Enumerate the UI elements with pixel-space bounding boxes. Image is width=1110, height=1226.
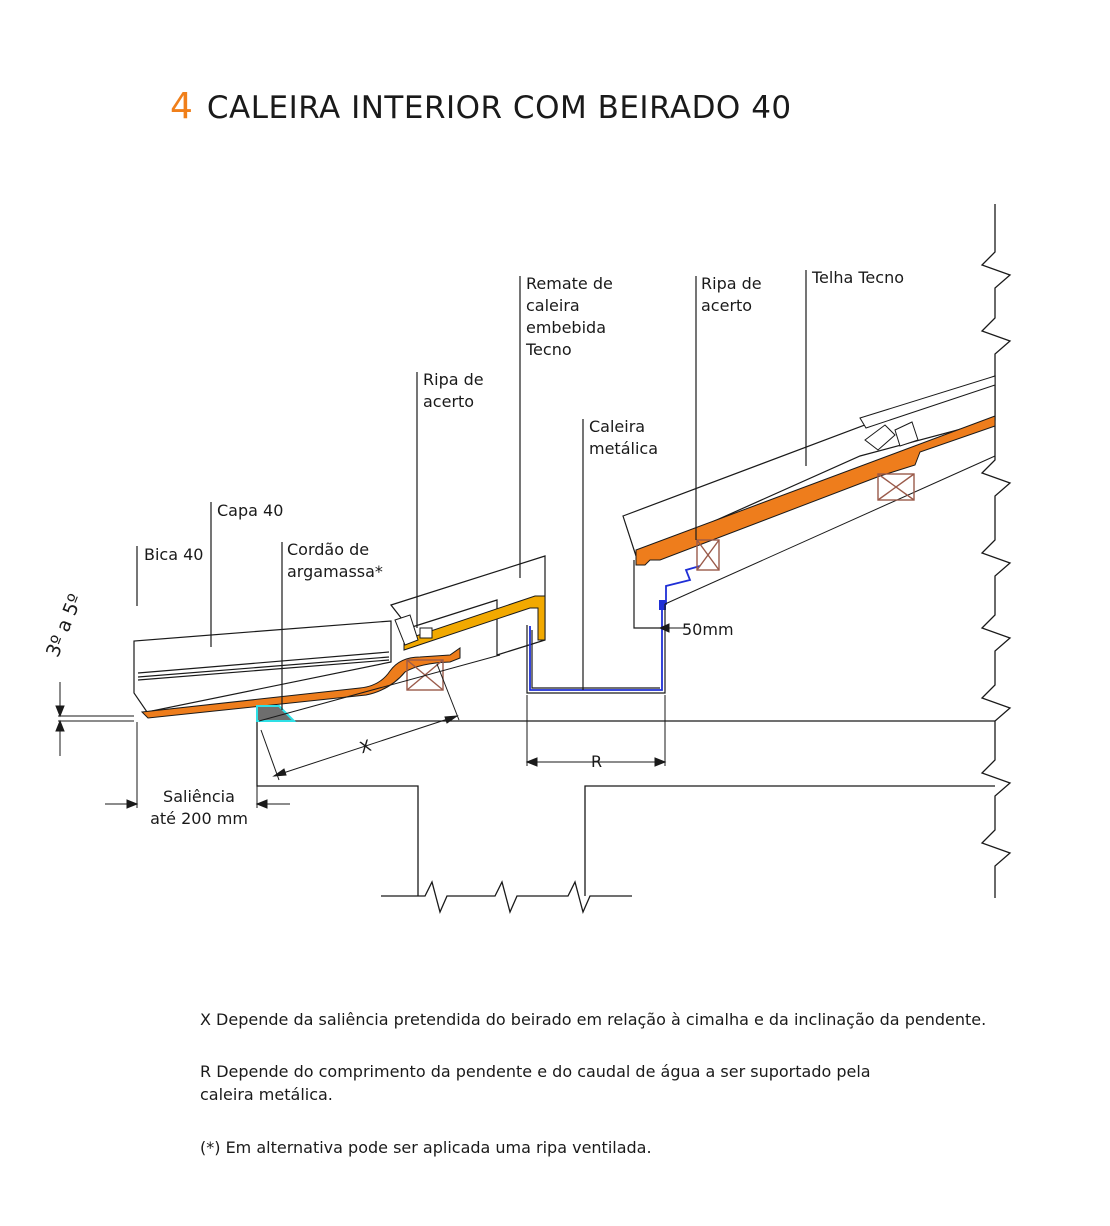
beam-bottom-break xyxy=(381,880,632,914)
label-dim-r: R xyxy=(591,752,603,771)
right-eave-edge xyxy=(633,560,660,629)
x-dimension xyxy=(260,663,460,781)
mortar-bead xyxy=(256,705,297,722)
label-caleira: Caleira metálica xyxy=(589,417,658,458)
wall-break-line xyxy=(980,204,1012,898)
note-x: X Depende da saliência pretendida do bei… xyxy=(200,1010,987,1029)
note-r: R Depende do comprimento da pendente e d… xyxy=(200,1062,871,1104)
bica-tile xyxy=(140,647,461,719)
saliencia-dimension xyxy=(105,722,290,809)
title-number: 4 xyxy=(170,86,193,127)
capa-tile xyxy=(133,620,392,713)
gutter-outline xyxy=(526,604,666,694)
title-text: CALEIRA INTERIOR COM BEIRADO 40 xyxy=(206,90,792,126)
beam-left-outline xyxy=(256,721,419,896)
ripa-right-cross xyxy=(696,473,915,571)
r-dimension xyxy=(525,695,667,767)
remate-tile xyxy=(389,555,546,656)
telha-tile xyxy=(622,375,996,566)
angle-dimension xyxy=(55,682,134,756)
right-support-line xyxy=(664,455,996,605)
dim-50mm-arrow xyxy=(658,623,688,633)
left-support-line xyxy=(258,654,501,722)
label-saliencia: Saliência até 200 mm xyxy=(150,787,248,828)
label-remate: Remate de caleira embebida Tecno xyxy=(526,274,613,359)
label-telha: Telha Tecno xyxy=(812,268,904,287)
label-50mm: 50mm xyxy=(682,620,734,639)
note-asterisk: (*) Em alternativa pode ser aplicada uma… xyxy=(200,1138,652,1157)
beam-right-outline xyxy=(584,785,995,896)
page-title: 4 CALEIRA INTERIOR COM BEIRADO 40 xyxy=(170,86,792,127)
label-capa: Capa 40 xyxy=(217,501,284,520)
leader-lines xyxy=(136,270,807,710)
label-ripa-left: Ripa de acerto xyxy=(423,370,484,411)
label-cordao: Cordão de argamassa* xyxy=(287,540,383,581)
label-bica: Bica 40 xyxy=(144,545,204,564)
label-ripa-right: Ripa de acerto xyxy=(701,274,762,315)
gutter-clip xyxy=(659,600,666,610)
